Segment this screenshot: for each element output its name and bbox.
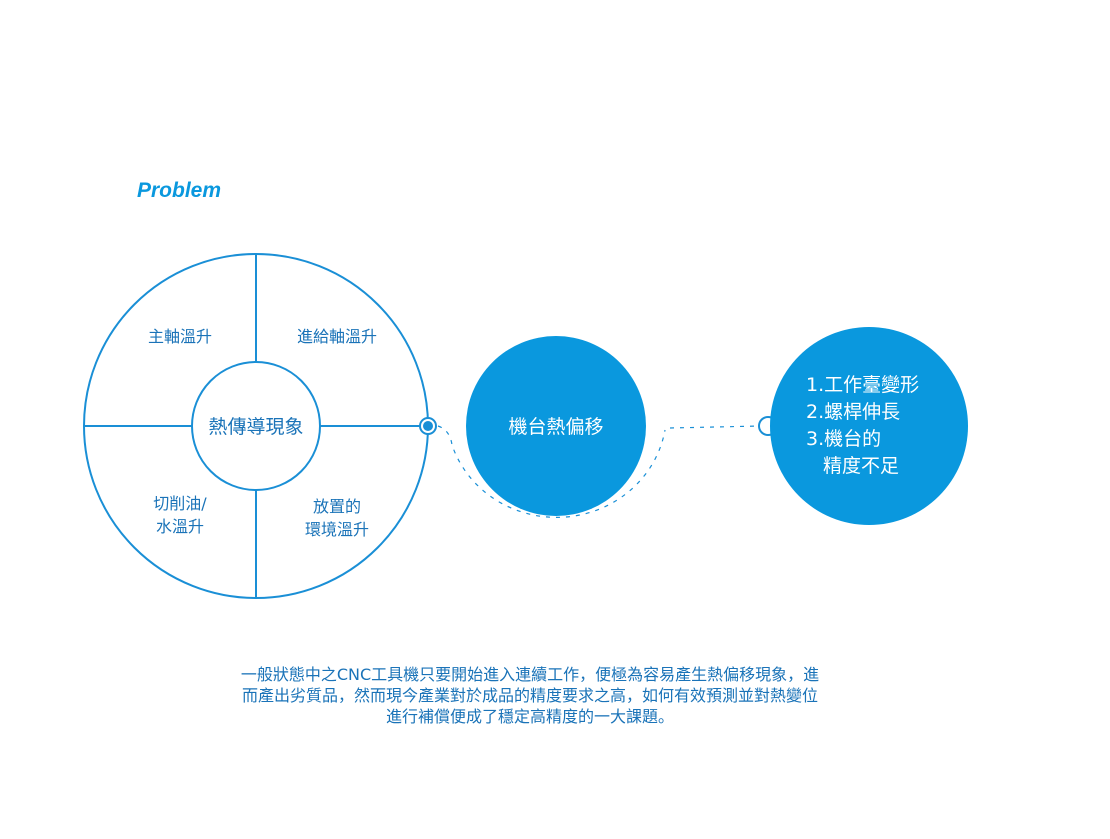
description-line: 而產出劣質品，然而現今產業對於成品的精度要求之高，如何有效預測並對熱變位 <box>241 686 818 705</box>
quadrant-label: 水溫升 <box>156 517 204 536</box>
description-text: 一般狀態中之CNC工具機只要開始進入連續工作，便極為容易產生熱偏移現象，進 而產… <box>150 664 910 727</box>
quadrant-bottom-right: 放置的 環境溫升 <box>305 497 369 539</box>
dashed-arc <box>437 425 666 518</box>
description-line: 一般狀態中之CNC工具機只要開始進入連續工作，便極為容易產生熱偏移現象，進 <box>240 665 820 684</box>
result-line: 3.機台的 <box>806 428 881 450</box>
dashed-link <box>669 425 761 429</box>
center-label: 熱傳導現象 <box>208 416 303 438</box>
result-line: 2.螺桿伸長 <box>806 401 900 423</box>
result-line: 精度不足 <box>823 455 899 477</box>
problem-heading: Problem <box>137 179 222 202</box>
quadrant-top-left: 主軸溫升 <box>148 327 212 346</box>
result-lines: 1.工作臺變形 2.螺桿伸長 3.機台的 精度不足 <box>806 374 919 477</box>
inner-ring <box>191 361 321 491</box>
result-node <box>770 327 968 525</box>
thermal-drift-label: 機台熱偏移 <box>508 416 603 438</box>
quadrant-label: 主軸溫升 <box>148 327 212 346</box>
quadrant-label: 環境溫升 <box>305 520 369 539</box>
thermal-drift-node <box>466 336 646 516</box>
quadrant-bottom-left: 切削油/ 水溫升 <box>153 494 207 536</box>
quadrant-label: 進給軸溫升 <box>297 327 377 346</box>
connector-dot-left-core <box>423 421 433 431</box>
quadrant-label: 放置的 <box>313 497 361 516</box>
quadrant-top-right: 進給軸溫升 <box>297 327 377 346</box>
result-line: 1.工作臺變形 <box>806 374 919 396</box>
quadrant-label: 切削油/ <box>153 494 207 513</box>
description-line: 進行補償便成了穩定高精度的一大課題。 <box>385 707 674 726</box>
